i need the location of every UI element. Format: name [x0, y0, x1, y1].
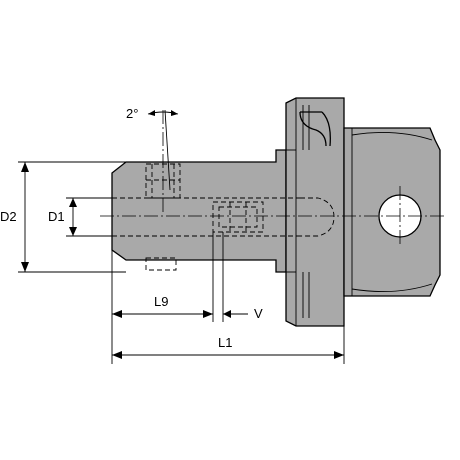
l9-dimension: L9	[111, 232, 214, 364]
flange	[285, 97, 345, 327]
angle-tilted-line	[164, 109, 171, 191]
angle-label: 2°	[126, 106, 138, 121]
v-dimension: V	[222, 232, 263, 322]
front-shank	[111, 149, 287, 273]
length-adjust-screw	[212, 201, 264, 233]
v-label: V	[254, 306, 263, 321]
l9-label: L9	[154, 294, 168, 309]
d1-label: D1	[48, 209, 65, 224]
rear-body-taper-bottom	[351, 283, 433, 293]
l1-dimension: L1	[112, 296, 345, 364]
angle-dimension: 2°	[126, 106, 179, 121]
rear-body-taper-top	[351, 131, 433, 141]
l1-label: L1	[218, 335, 232, 350]
holder-body	[111, 97, 441, 327]
clamping-screw-bottom	[145, 257, 177, 271]
d2-dimension: D2	[0, 161, 126, 273]
d1-dimension: D1	[48, 197, 112, 237]
d2-label: D2	[0, 209, 17, 224]
flange-groove-top	[299, 111, 331, 147]
bore-hidden-lines	[112, 197, 335, 237]
